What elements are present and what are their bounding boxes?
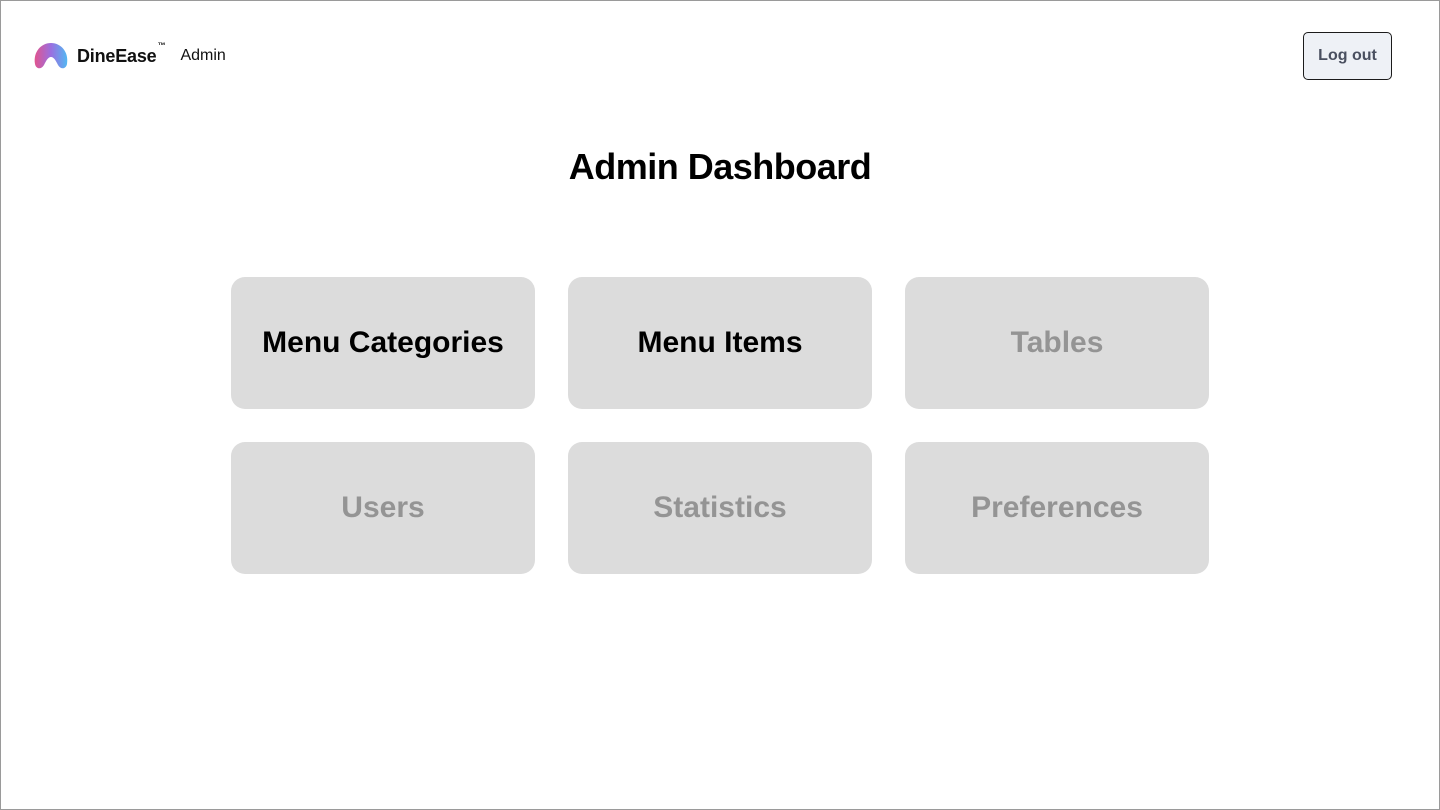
- tile-tables: Tables: [905, 277, 1209, 409]
- trademark-symbol: ™: [157, 40, 166, 50]
- tile-users: Users: [231, 442, 535, 574]
- logout-button[interactable]: Log out: [1303, 32, 1392, 80]
- tile-menu-categories[interactable]: Menu Categories: [231, 277, 535, 409]
- tile-preferences: Preferences: [905, 442, 1209, 574]
- page-title: Admin Dashboard: [568, 146, 872, 187]
- tile-label: Preferences: [971, 491, 1143, 524]
- dashboard-tile-grid: Menu Categories Menu Items Tables Users …: [231, 277, 1211, 574]
- role-label: Admin: [180, 47, 226, 64]
- tile-label: Users: [341, 491, 425, 524]
- tile-label: Statistics: [653, 491, 787, 524]
- tile-label: Menu Categories: [262, 326, 504, 359]
- tile-label: Menu Items: [637, 326, 803, 359]
- tile-menu-items[interactable]: Menu Items: [568, 277, 872, 409]
- tile-statistics: Statistics: [568, 442, 872, 574]
- dineease-logo-icon: [34, 43, 68, 69]
- tile-label: Tables: [1010, 326, 1104, 359]
